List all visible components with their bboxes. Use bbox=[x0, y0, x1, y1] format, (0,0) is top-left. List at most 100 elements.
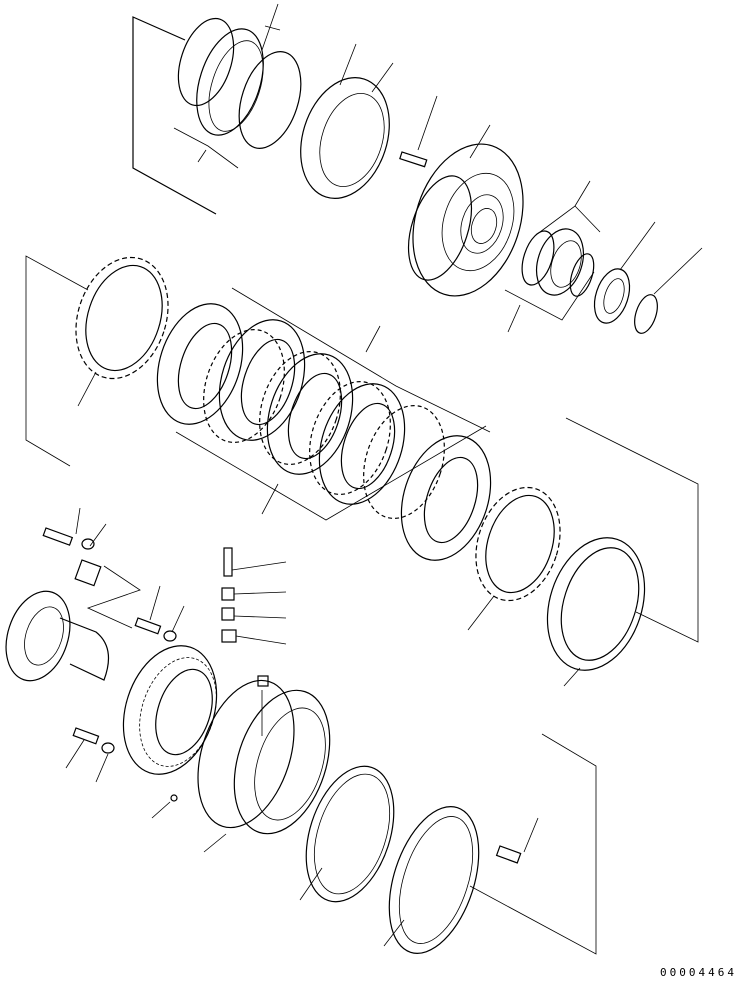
snap-ring bbox=[177, 17, 235, 107]
bearing-cone-inner bbox=[550, 240, 582, 288]
leader-line bbox=[574, 180, 591, 207]
friction-disc-3-bore bbox=[287, 372, 343, 460]
retaining-ring bbox=[634, 294, 658, 334]
thrust-ring-inner bbox=[560, 547, 640, 661]
friction-disc-3 bbox=[266, 353, 354, 475]
cover-bracket bbox=[469, 733, 597, 955]
fittings bbox=[221, 547, 287, 645]
output-shaft-assembly bbox=[5, 507, 185, 783]
leader-line bbox=[95, 753, 109, 783]
leader-line bbox=[653, 247, 703, 295]
o-ring-outer bbox=[305, 765, 395, 903]
nut-washer bbox=[593, 268, 631, 324]
o-ring-inner bbox=[314, 773, 390, 895]
end-separator-plate bbox=[475, 486, 561, 602]
leader-line bbox=[523, 817, 539, 853]
leader-line bbox=[75, 507, 81, 535]
cover-outer bbox=[388, 806, 480, 954]
planetary-carrier bbox=[407, 124, 524, 297]
leader-line bbox=[339, 43, 357, 86]
shaft-flange-hub bbox=[24, 606, 64, 666]
leader-line bbox=[77, 371, 97, 407]
steel-plate-1 bbox=[203, 329, 285, 443]
leader-line bbox=[171, 605, 185, 633]
clutch-pack bbox=[25, 255, 699, 687]
leader-line bbox=[233, 591, 287, 595]
carrier-body bbox=[412, 143, 524, 297]
leader-line bbox=[173, 127, 239, 169]
ring-gear-outer bbox=[122, 645, 218, 775]
leader-line bbox=[371, 62, 394, 93]
carrier-spline bbox=[407, 175, 473, 281]
leader-line bbox=[233, 615, 287, 619]
pack-bracket-right bbox=[565, 417, 699, 643]
leader-line bbox=[235, 635, 287, 645]
leader-line bbox=[264, 25, 281, 31]
washer bbox=[81, 538, 95, 550]
leader-line bbox=[149, 585, 161, 621]
shim-ring bbox=[569, 253, 595, 297]
steel-plate-2 bbox=[259, 351, 341, 465]
cover-bolt bbox=[495, 845, 522, 864]
pack-bracket-top bbox=[231, 287, 491, 433]
bolt bbox=[134, 617, 162, 635]
leader-line bbox=[151, 801, 171, 819]
spacer-ring bbox=[521, 230, 555, 286]
elbow-fitting bbox=[221, 629, 237, 643]
friction-disc-4 bbox=[318, 383, 406, 505]
leader-line bbox=[261, 483, 279, 515]
bearing-set bbox=[504, 180, 703, 334]
friction-disc-2-bore bbox=[240, 338, 296, 426]
leader-line bbox=[203, 833, 227, 853]
bolt bbox=[42, 527, 74, 546]
steel-plate-4 bbox=[363, 405, 445, 519]
leader-line bbox=[86, 565, 141, 629]
ring-outer bbox=[196, 28, 264, 136]
separator-plate-inner bbox=[85, 264, 163, 372]
pin bbox=[223, 547, 233, 577]
housing-rear bbox=[233, 689, 331, 835]
diagram-id-number: 00004464 bbox=[660, 966, 737, 979]
leader-line bbox=[417, 95, 438, 151]
leader-line bbox=[89, 523, 107, 547]
shaft-flange bbox=[5, 590, 71, 682]
friction-disc-5-bore bbox=[423, 456, 479, 544]
seal-ring bbox=[238, 51, 302, 149]
ring-inner bbox=[208, 40, 264, 132]
leader-line bbox=[563, 667, 581, 687]
bolt bbox=[72, 727, 100, 745]
ring-gear-inner bbox=[155, 668, 213, 756]
leader-line bbox=[299, 867, 323, 901]
leader-line bbox=[365, 325, 381, 353]
leader-line bbox=[231, 561, 287, 571]
dowel-pin bbox=[399, 151, 428, 168]
washer bbox=[163, 630, 177, 642]
friction-disc-4-bore bbox=[340, 402, 396, 490]
small-pin bbox=[170, 794, 178, 802]
leader-line bbox=[383, 919, 405, 947]
leader-line bbox=[65, 739, 85, 769]
ring-gear-teeth bbox=[139, 657, 217, 767]
washer bbox=[101, 742, 115, 754]
bearing-cup-inner bbox=[319, 93, 385, 187]
end-separator-inner bbox=[485, 494, 555, 594]
bearing-cone bbox=[535, 228, 585, 296]
group-bracket bbox=[504, 271, 595, 321]
lock-plate bbox=[74, 559, 102, 587]
leader-line bbox=[469, 124, 491, 159]
nut bbox=[221, 587, 235, 601]
plug bbox=[221, 607, 235, 621]
leader-line bbox=[507, 304, 521, 333]
housing-bore bbox=[254, 707, 326, 821]
carrier-center bbox=[470, 208, 498, 244]
leader-line bbox=[619, 221, 656, 271]
spline-shaft bbox=[59, 617, 110, 681]
carrier-bore-outer bbox=[441, 172, 515, 272]
ring-gear-housing bbox=[122, 645, 597, 955]
group-bracket bbox=[539, 205, 601, 233]
steel-plate-3 bbox=[309, 381, 391, 495]
friction-disc-1-bore bbox=[177, 322, 233, 410]
pack-bracket-bottom bbox=[175, 425, 487, 521]
